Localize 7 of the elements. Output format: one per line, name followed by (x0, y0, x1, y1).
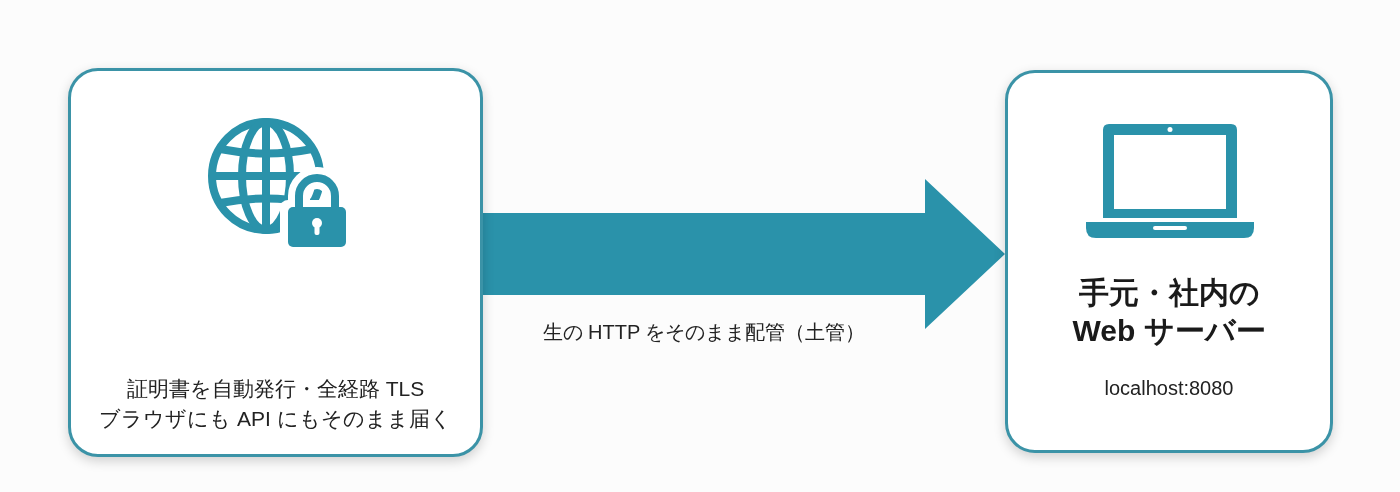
description-text: 証明書を自動発行・全経路 TLS (126, 376, 425, 402)
node-card (1005, 70, 1333, 453)
address-text: localhost:8080 (1104, 376, 1234, 401)
node-title: 手元・社内のWeb サーバー (1071, 275, 1267, 349)
description-text: ブラウザにも API にもそのまま届く (99, 406, 452, 432)
node-card (68, 68, 483, 457)
block-arrow (483, 179, 1005, 329)
